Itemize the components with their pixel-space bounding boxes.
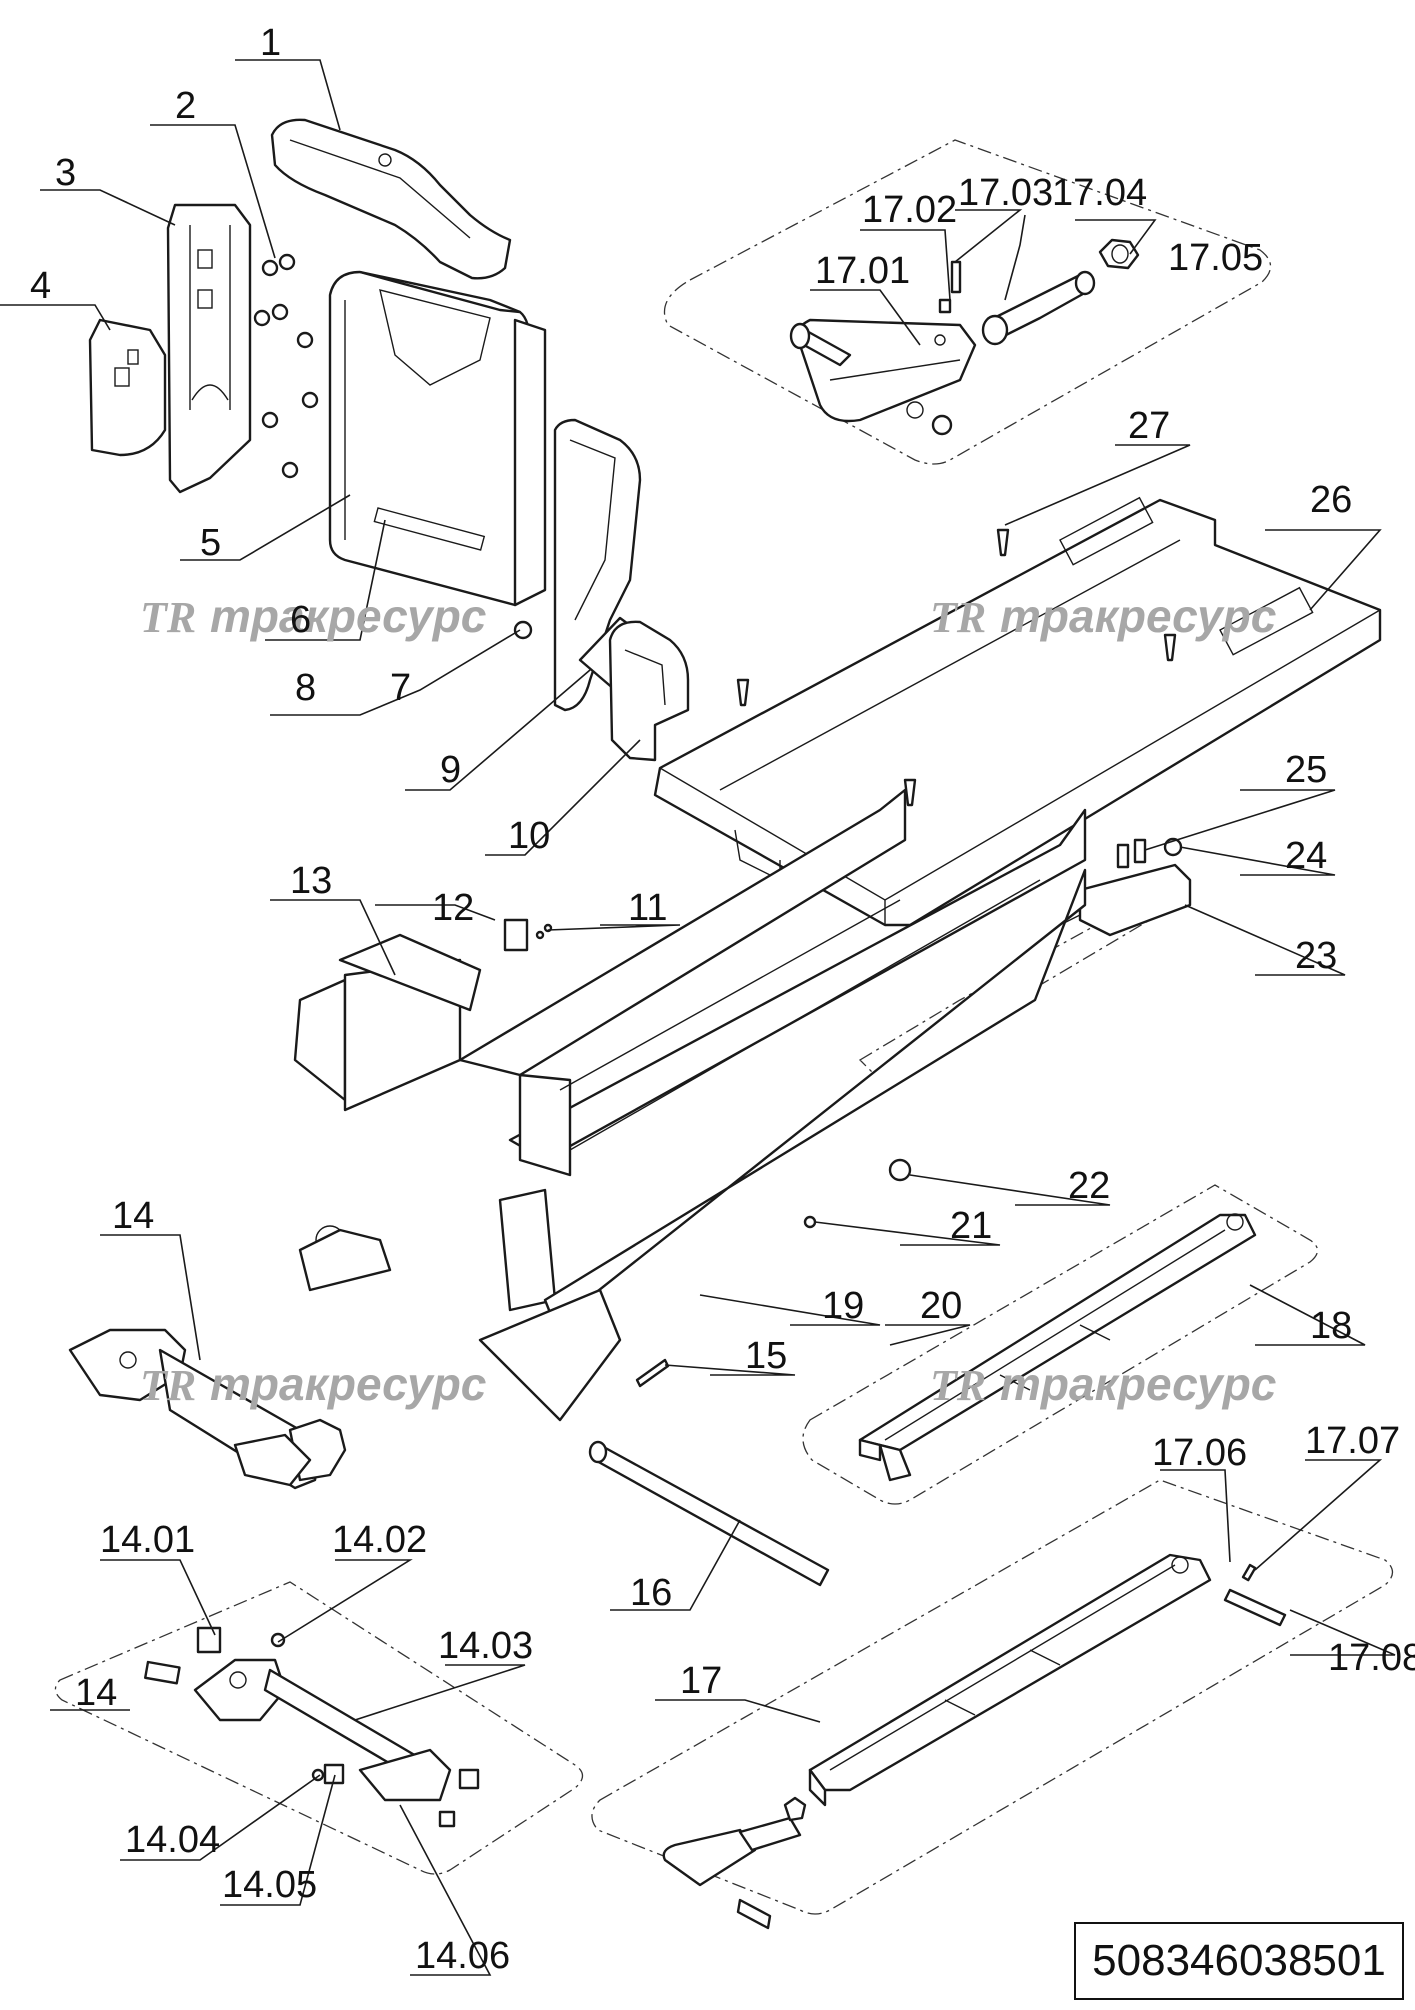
part-16-shaft (588, 1440, 830, 1587)
drawing-number: 508346038501 (1092, 1936, 1386, 1985)
label-7: 7 (390, 667, 411, 709)
svg-text:TR: TR (930, 1361, 986, 1410)
part-17-01-fork-pivot (795, 318, 977, 423)
label-1708: 17.08 (1328, 1637, 1415, 1679)
label-1406: 14.06 (415, 1935, 510, 1977)
assembly-outline-18 (802, 1184, 1319, 1505)
watermark-1: TR тракресурс (140, 590, 486, 642)
part-1-top-cover (270, 118, 512, 280)
part-27-screws (736, 528, 1177, 807)
part-5-main-panel (328, 270, 547, 607)
label-10: 10 (508, 815, 550, 857)
label-3: 3 (55, 152, 76, 194)
part-7-bolt (513, 620, 533, 640)
part-15-pin (635, 1358, 670, 1388)
leader-lines (0, 59, 1396, 1976)
label-17: 17 (680, 1660, 722, 1702)
assembly-outline-14 (54, 1581, 584, 1875)
label-1402: 14.02 (332, 1519, 427, 1561)
label-24: 24 (1285, 835, 1327, 877)
label-15: 15 (745, 1335, 787, 1377)
assembly-outline-17-top (663, 139, 1272, 465)
part-17-04-adjuster (981, 270, 1096, 346)
label-12: 12 (432, 887, 474, 929)
part-4-side-cover (88, 318, 167, 457)
label-26: 26 (1310, 479, 1352, 521)
label-19: 19 (822, 1285, 864, 1327)
part-2-bolts (253, 253, 319, 479)
part-11-screws (535, 923, 553, 940)
label-1403: 14.03 (438, 1625, 533, 1667)
label-1701: 17.01 (815, 250, 910, 292)
label-1405: 14.05 (222, 1864, 317, 1906)
callout-labels: 1 2 3 4 5 6 8 7 9 10 17.02 17.03 17.04 1… (30, 22, 1415, 1977)
part-25-screws (1116, 838, 1147, 869)
part-17-ring (931, 414, 953, 436)
part-17-03-pin (938, 260, 962, 314)
svg-text:тракресурс: тракресурс (1000, 590, 1276, 642)
label-1404: 14.04 (125, 1819, 220, 1861)
label-18: 18 (1310, 1305, 1352, 1347)
part-13-frame (293, 788, 1087, 1422)
label-14b: 14 (75, 1672, 117, 1714)
label-6: 6 (290, 599, 311, 641)
label-13: 13 (290, 860, 332, 902)
label-25: 25 (1285, 749, 1327, 791)
label-1705: 17.05 (1168, 237, 1263, 279)
label-1703: 17.03 (958, 172, 1053, 214)
part-14-detail-assembly (144, 1626, 480, 1828)
watermark-2: TR тракресурс (930, 590, 1276, 642)
label-1706: 17.06 (1152, 1432, 1247, 1474)
svg-text:TR: TR (140, 593, 196, 642)
label-20: 20 (920, 1285, 962, 1327)
part-17-05-nut (1098, 238, 1140, 270)
part-21-pin (803, 1215, 817, 1229)
part-3-side-plate (166, 203, 252, 494)
part-17-pin-left (789, 322, 852, 367)
watermark-4: TR тракресурс (930, 1358, 1276, 1410)
label-23: 23 (1295, 935, 1337, 977)
part-14-lever-assembly (68, 1328, 347, 1490)
part-22-nut (888, 1158, 912, 1182)
label-22: 22 (1068, 1165, 1110, 1207)
part-17-frame (662, 1553, 1287, 1930)
label-4: 4 (30, 265, 51, 307)
part-18-frame (858, 1213, 1257, 1482)
label-2: 2 (175, 85, 196, 127)
label-1702: 17.02 (862, 189, 957, 231)
label-27: 27 (1128, 405, 1170, 447)
svg-text:TR: TR (930, 593, 986, 642)
watermark-3: TR тракресурс (140, 1358, 486, 1410)
label-1401: 14.01 (100, 1519, 195, 1561)
part-26-fork-plate (653, 496, 1382, 927)
label-21: 21 (950, 1205, 992, 1247)
label-1707: 17.07 (1305, 1420, 1400, 1462)
part-10-handle-cap (608, 620, 690, 762)
svg-text:TR: TR (140, 1361, 196, 1410)
label-8: 8 (295, 667, 316, 709)
label-16: 16 (630, 1572, 672, 1614)
label-11: 11 (628, 887, 667, 929)
assembly-outline-17-bottom (591, 1479, 1394, 1915)
svg-text:тракресурс: тракресурс (210, 1358, 486, 1410)
label-1: 1 (260, 22, 281, 64)
label-9: 9 (440, 749, 461, 791)
label-5: 5 (200, 522, 221, 564)
part-12-plate (503, 918, 529, 952)
label-1704: 17.04 (1052, 172, 1147, 214)
svg-text:тракресурс: тракресурс (1000, 1358, 1276, 1410)
label-14: 14 (112, 1195, 154, 1237)
drawing-number-box: 508346038501 (1074, 1922, 1404, 2000)
svg-text:тракресурс: тракресурс (210, 590, 486, 642)
